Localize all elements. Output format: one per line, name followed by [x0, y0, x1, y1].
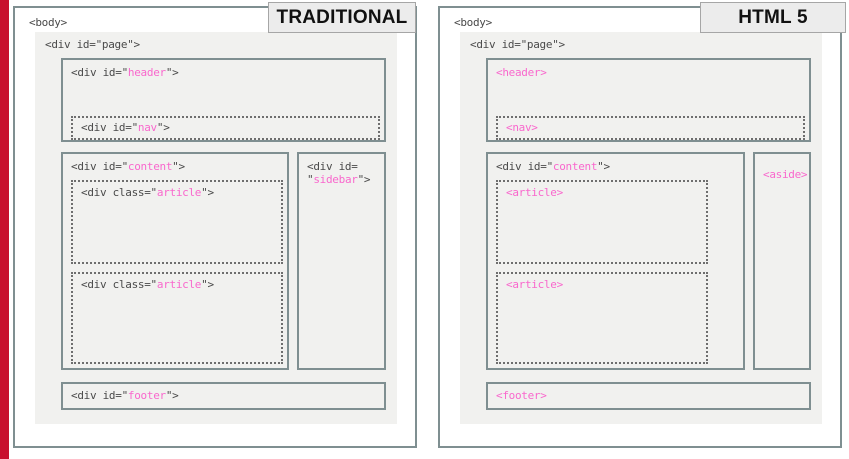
sidebar-tag-value: sidebar [313, 173, 358, 186]
page-tag-value-html5: page [526, 38, 553, 51]
box-article-1-traditional: <div class="article"> [71, 180, 283, 264]
left-accent-bar [0, 0, 9, 459]
article-1-tag-close: "> [201, 186, 214, 199]
sidebar-tag-open: <div id= [307, 160, 358, 173]
page-tag-open-html5: <div id=" [470, 38, 527, 51]
sidebar-tag-quote: " [307, 173, 314, 186]
footer-tag-close: "> [165, 389, 179, 402]
box-content-traditional: <div id="content"> <div class="article">… [61, 152, 289, 370]
badge-traditional: TRADITIONAL [268, 2, 416, 33]
page-tag-label-html5: <div id="page"> [470, 38, 565, 51]
page-tag-open: <div id=" [45, 38, 102, 51]
nav-tag-label: <div id="nav"> [81, 121, 170, 134]
box-nav-traditional: <div id="nav"> [71, 116, 380, 140]
article-1-tag-label: <div class="article"> [81, 186, 214, 199]
box-article-2-traditional: <div class="article"> [71, 272, 283, 364]
body-tag-label: <body> [29, 16, 67, 29]
header-tag-value: header [127, 66, 166, 79]
box-sidebar-traditional: <div id="sidebar"> [297, 152, 386, 370]
box-footer-html5: <footer> [486, 382, 811, 410]
article-2-tag-label: <div class="article"> [81, 278, 214, 291]
header-tag-open: <div id=" [71, 66, 128, 79]
content-tag-value-html5: content [552, 160, 598, 173]
article-1-tag-value: article [156, 186, 202, 199]
box-header-traditional: <div id="header"> <div id="nav"> [61, 58, 386, 142]
box-content-html5: <div id="content"> <article> <article> [486, 152, 745, 370]
box-article-2-html5: <article> [496, 272, 708, 364]
nav-tag-value: nav [137, 121, 157, 134]
header-tag-close: "> [165, 66, 179, 79]
nav-tag-label-html5: <nav> [506, 121, 538, 134]
header-tag-label: <div id="header"> [71, 66, 179, 79]
page-tag-value: page [101, 38, 128, 51]
page-tag-close: "> [127, 38, 140, 51]
article-1-tag-label-html5: <article> [506, 186, 563, 199]
body-tag-label-html5: <body> [454, 16, 492, 29]
content-tag-label-html5: <div id="content"> [496, 160, 610, 173]
article-2-tag-open: <div class=" [81, 278, 157, 291]
html5-panel: <body> <div id="page"> <header> <nav> <d… [438, 6, 842, 448]
article-1-tag-open: <div class=" [81, 186, 157, 199]
page-tag-label: <div id="page"> [45, 38, 140, 51]
traditional-panel: <body> <div id="page"> <div id="header">… [13, 6, 417, 448]
nav-tag-close: "> [156, 121, 170, 134]
article-2-tag-close: "> [201, 278, 214, 291]
content-tag-close-html5: "> [597, 160, 610, 173]
nav-tag-open: <div id=" [81, 121, 138, 134]
sidebar-tag-close: "> [357, 173, 371, 186]
footer-tag-value: footer [127, 389, 166, 402]
badge-html5: HTML 5 [700, 2, 846, 33]
box-header-html5: <header> <nav> [486, 58, 811, 142]
content-tag-open-html5: <div id=" [496, 160, 553, 173]
box-aside-html5: <aside> [753, 152, 811, 370]
content-tag-open: <div id=" [71, 160, 128, 173]
aside-tag-label-html5: <aside> [763, 168, 808, 181]
page-region-html5: <div id="page"> <header> <nav> <div id="… [460, 32, 822, 424]
footer-tag-open: <div id=" [71, 389, 128, 402]
content-tag-label: <div id="content"> [71, 160, 185, 173]
footer-tag-label: <div id="footer"> [71, 389, 179, 402]
box-footer-traditional: <div id="footer"> [61, 382, 386, 410]
article-2-tag-label-html5: <article> [506, 278, 563, 291]
footer-tag-label-html5: <footer> [496, 389, 547, 402]
sidebar-tag-label: <div id="sidebar"> [307, 160, 371, 186]
article-2-tag-value: article [156, 278, 202, 291]
header-tag-label-html5: <header> [496, 66, 547, 79]
box-article-1-html5: <article> [496, 180, 708, 264]
page-region-traditional: <div id="page"> <div id="header"> <div i… [35, 32, 397, 424]
page-tag-close-html5: "> [552, 38, 565, 51]
content-tag-value: content [127, 160, 173, 173]
content-tag-close: "> [172, 160, 185, 173]
box-nav-html5: <nav> [496, 116, 805, 140]
